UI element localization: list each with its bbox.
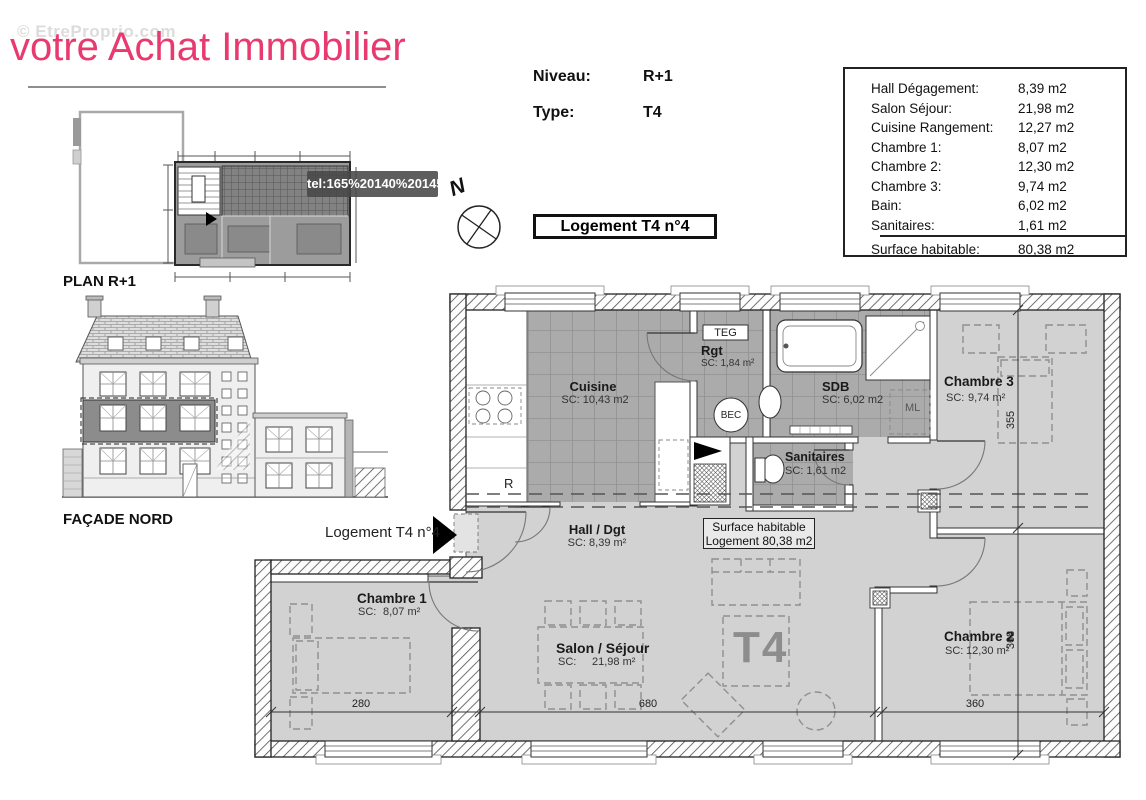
- table-row-label: Salon Séjour:: [871, 101, 953, 116]
- room-chambre2-sc-value: 12,30 m²: [966, 645, 1010, 657]
- dim-280: 280: [351, 698, 371, 710]
- room-chambre1-sc-value: 8,07 m²: [383, 606, 421, 618]
- room-cuisine-name: Cuisine: [569, 379, 617, 394]
- room-rgt-area: SC: 1,84 m²: [701, 358, 755, 369]
- dim-680: 680: [638, 698, 658, 710]
- ml-label: ML: [905, 402, 921, 414]
- room-chambre1-sc-label: SC:: [358, 606, 377, 618]
- surface-box-line2: Logement 80,38 m2: [705, 534, 813, 548]
- type-label: Type:: [533, 104, 575, 121]
- table-row-value: 8,39 m2: [1018, 81, 1067, 96]
- room-chambre2-name: Chambre 2: [944, 629, 1014, 644]
- table-row-value: 12,27 m2: [1018, 120, 1075, 135]
- table-row-value: 6,02 m2: [1018, 198, 1067, 213]
- table-total-value: 80,38 m2: [1018, 242, 1075, 257]
- dim-360: 360: [965, 698, 985, 710]
- room-rgt-name: Rgt: [701, 343, 723, 358]
- facade-nord-elevation: [62, 295, 388, 498]
- facade-nord-label: FAÇADE NORD: [63, 511, 174, 528]
- table-row-value: 8,07 m2: [1018, 140, 1067, 155]
- surface-box-line1: Surface habitable: [712, 520, 806, 534]
- dim-355: 355: [1005, 410, 1017, 430]
- niveau-label: Niveau:: [533, 68, 591, 85]
- room-sanitaires-name: Sanitaires: [785, 450, 845, 464]
- table-row-value: 1,61 m2: [1018, 218, 1067, 233]
- room-chambre3-name: Chambre 3: [944, 374, 1014, 389]
- areas-table: Hall Dégagement: 8,39 m2 Salon Séjour: 2…: [843, 67, 1127, 257]
- table-sum-line: [880, 235, 1127, 237]
- niveau-value: R+1: [643, 68, 673, 85]
- bec-label: BEC: [720, 410, 742, 421]
- room-chambre3-sc-label: SC:: [946, 392, 965, 404]
- room-hall-area: SC: 8,39 m²: [567, 537, 627, 549]
- dim-368: 368: [1005, 630, 1017, 650]
- table-row-label: Hall Dégagement:: [871, 81, 980, 96]
- room-sdb-name: SDB: [822, 379, 850, 394]
- site-watermark: © EtreProprio.com: [17, 22, 176, 41]
- room-hall-name: Hall / Dgt: [568, 522, 626, 537]
- room-sdb-area: SC: 6,02 m2: [822, 394, 884, 406]
- table-row-label: Cuisine Rangement:: [871, 120, 994, 135]
- brand-title: votre Achat Immobilier: [10, 25, 406, 69]
- room-sanitaires-area: SC: 1,61 m2: [785, 465, 847, 477]
- table-row-value: 21,98 m2: [1018, 101, 1075, 116]
- room-cuisine-area: SC: 10,43 m2: [561, 394, 629, 406]
- divider-line: [28, 86, 386, 88]
- table-total-label: Surface habitable:: [871, 242, 980, 257]
- teg-label: TEG: [714, 327, 737, 339]
- tel-watermark-badge: tel:165%20140%20145: [307, 171, 444, 197]
- table-row-value: 12,30 m2: [1018, 159, 1075, 174]
- table-row-label: Chambre 3:: [871, 179, 942, 194]
- plan-r1-label: PLAN R+1: [63, 273, 136, 290]
- room-salon-sc-label: SC:: [558, 656, 577, 668]
- table-row-value: 9,74 m2: [1018, 179, 1067, 194]
- table-row-label: Sanitaires:: [871, 218, 935, 233]
- site-plan-thumbnail: [72, 110, 357, 282]
- type-mark: T4: [733, 623, 789, 672]
- room-chambre2-sc-label: SC:: [945, 645, 964, 657]
- table-row-label: Chambre 2:: [871, 159, 942, 174]
- room-chambre3-sc-value: 9,74 m²: [968, 392, 1006, 404]
- north-compass: [457, 205, 501, 249]
- room-salon-sc-value: 21,98 m²: [592, 656, 636, 668]
- type-value: T4: [643, 104, 662, 121]
- table-row-label: Bain:: [871, 198, 902, 213]
- fridge-label: R: [504, 476, 514, 491]
- table-row-label: Chambre 1:: [871, 140, 942, 155]
- surface-box: Surface habitable Logement 80,38 m2: [703, 518, 815, 549]
- room-salon-name: Salon / Séjour: [556, 640, 650, 656]
- logement-title-box: Logement T4 n°4: [533, 214, 717, 239]
- entrance-label: Logement T4 n°4: [325, 524, 440, 541]
- room-chambre1-name: Chambre 1: [357, 591, 427, 606]
- main-floorplan: [254, 285, 1121, 765]
